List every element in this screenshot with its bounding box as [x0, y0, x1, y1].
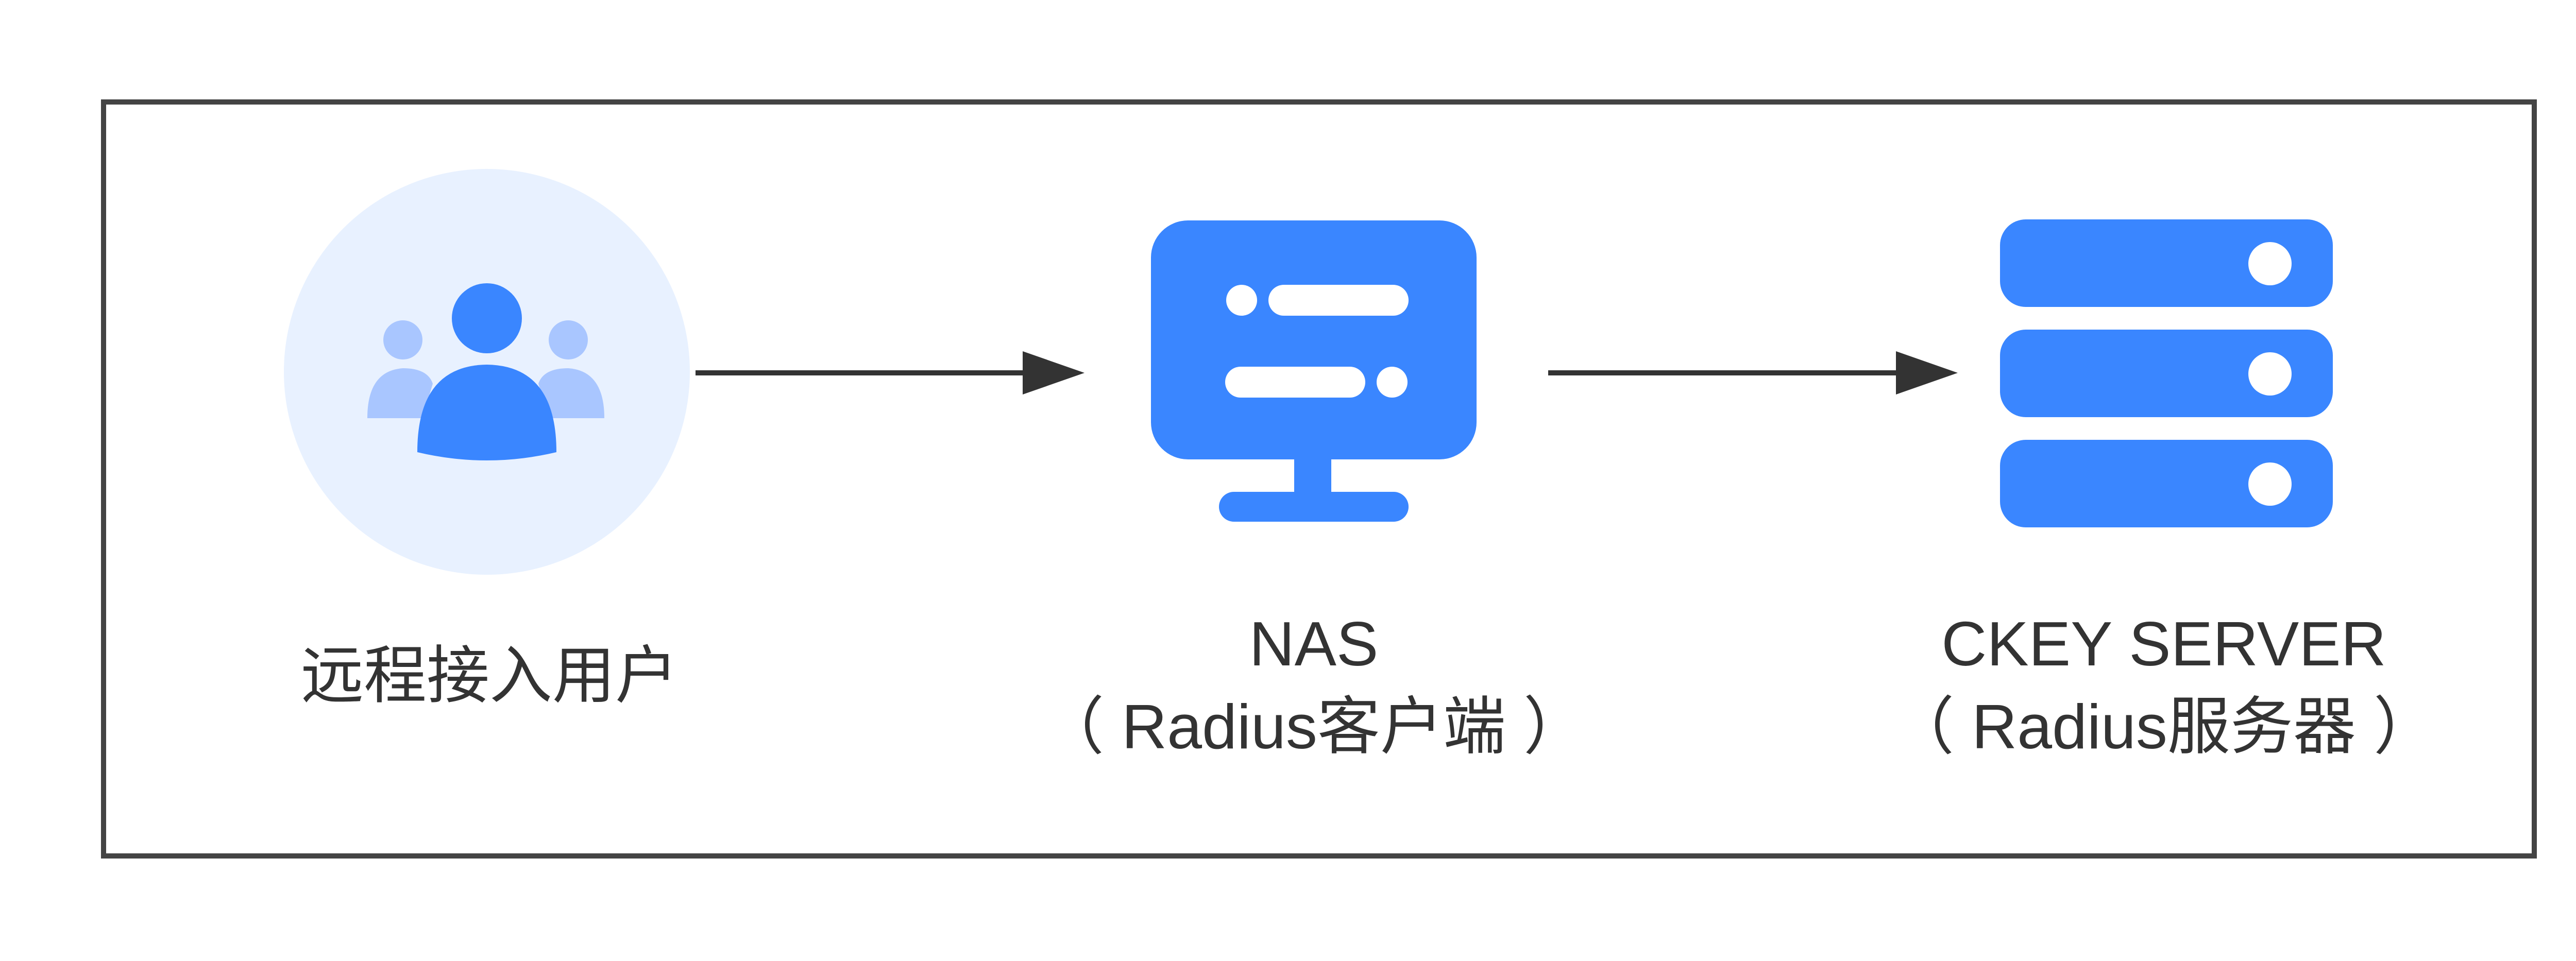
side-user-body-right — [538, 368, 604, 418]
monitor-base — [1219, 492, 1409, 522]
side-user-body-left — [367, 368, 433, 418]
main-user-head — [452, 283, 522, 353]
monitor-icon — [1151, 220, 1477, 522]
nas-subtitle: （ Radius客户端 ） — [1041, 692, 1586, 762]
monitor-dot-top — [1226, 285, 1257, 316]
server-unit-3 — [2000, 440, 2333, 527]
server-unit-2 — [2000, 330, 2333, 417]
server-subtitle: （ Radius服务器 ） — [1891, 692, 2436, 762]
server-led-2 — [2248, 352, 2292, 396]
arrow-user-to-nas — [696, 351, 1084, 394]
server-label: CKEY SERVER （ Radius服务器 ） — [1855, 603, 2473, 768]
monitor-screen — [1151, 220, 1477, 459]
nas-label: NAS （ Radius客户端 ） — [1030, 603, 1597, 768]
nas-title: NAS — [1249, 609, 1379, 679]
monitor-bar-bottom — [1225, 367, 1365, 398]
server-led-1 — [2248, 242, 2292, 285]
server-title: CKEY SERVER — [1941, 609, 2386, 679]
side-user-head-left — [383, 320, 422, 359]
remote-user-label: 远程接入用户 — [289, 634, 690, 717]
arrow-nas-to-server — [1548, 351, 1958, 394]
monitor-neck — [1294, 459, 1331, 495]
server-stack-icon — [2000, 219, 2333, 527]
side-user-head-right — [549, 320, 588, 359]
main-user-body — [417, 365, 556, 460]
users-group-icon — [284, 169, 690, 575]
remote-user-label-text: 远程接入用户 — [301, 641, 678, 711]
server-led-3 — [2248, 462, 2292, 506]
monitor-dot-bottom — [1377, 367, 1408, 398]
monitor-bar-top — [1268, 285, 1409, 316]
server-unit-1 — [2000, 219, 2333, 307]
